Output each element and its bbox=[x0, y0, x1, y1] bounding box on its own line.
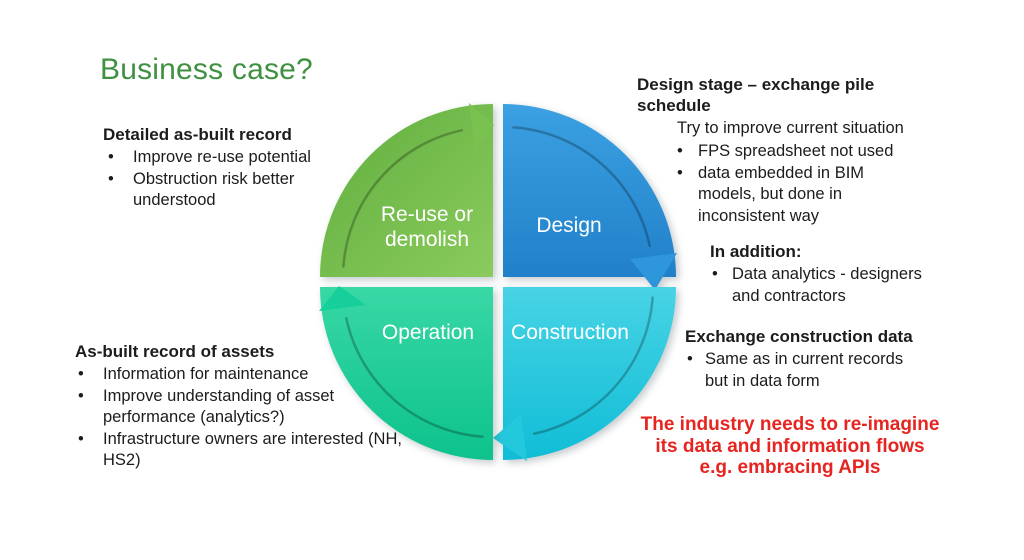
bullet-glyph: • bbox=[78, 365, 84, 383]
segment-label-operation: Operation bbox=[381, 321, 475, 344]
segment-operation bbox=[319, 286, 493, 460]
bullet-text: Data analytics - designers and contracto… bbox=[732, 265, 922, 305]
bullet-list: • FPS spreadsheet not used • data embedd… bbox=[677, 141, 947, 227]
segment-construction bbox=[493, 287, 676, 461]
bullet-text: Improve re-use potential bbox=[133, 148, 311, 166]
page-title: Business case? bbox=[100, 53, 313, 86]
bullet-text: Information for maintenance bbox=[103, 365, 309, 383]
list-item: • Data analytics - designers and contrac… bbox=[712, 264, 955, 307]
note-subheading: Try to improve current situation bbox=[677, 119, 904, 137]
bullet-text: Obstruction risk better understood bbox=[133, 169, 295, 210]
bullet-glyph: • bbox=[108, 148, 114, 166]
list-item: • Information for maintenance bbox=[78, 364, 410, 386]
list-item: • Obstruction risk better understood bbox=[108, 169, 353, 212]
note-detailed-as-built-record: Detailed as-built record • Improve re-us… bbox=[103, 124, 353, 212]
note-heading: Design stage – exchange pile schedule bbox=[637, 75, 875, 115]
segment-operation-wedge bbox=[320, 287, 493, 460]
list-item: • Same as in current records but in data… bbox=[687, 349, 940, 392]
segment-construction-wedge bbox=[503, 287, 676, 460]
operation-arrow-arc bbox=[345, 316, 484, 438]
note-heading: In addition: bbox=[710, 242, 802, 261]
bullet-text: Improve understanding of asset performan… bbox=[103, 386, 335, 427]
reuse-arrow-arc bbox=[342, 129, 464, 268]
note-exchange-construction-data: Exchange construction data • Same as in … bbox=[685, 326, 940, 392]
segment-label-construction: Construction bbox=[511, 321, 629, 344]
bullet-text: Infrastructure owners are interested (NH… bbox=[103, 429, 402, 470]
construction-arrow-arc bbox=[532, 296, 654, 435]
callout-industry-reimagine: The industry needs to re-imagine its dat… bbox=[640, 414, 940, 478]
bullet-glyph: • bbox=[677, 163, 683, 182]
segment-label-reuse-demolish: Re-use or demolish bbox=[380, 203, 474, 251]
arrowhead-design-to-construction bbox=[630, 253, 677, 290]
note-design-stage-exchange-pile-schedule: Design stage – exchange pile schedule Tr… bbox=[637, 74, 947, 227]
segment-design bbox=[503, 104, 677, 290]
segment-reuse-wedge bbox=[320, 104, 493, 277]
bullet-glyph: • bbox=[78, 386, 84, 405]
list-item: • Improve understanding of asset perform… bbox=[78, 386, 410, 429]
bullet-text: data embedded in BIM models, but done in… bbox=[698, 163, 865, 225]
list-item: • data embedded in BIM models, but done … bbox=[677, 163, 947, 228]
arrowhead-reuse-to-design bbox=[469, 103, 494, 150]
bullet-list: • Improve re-use potential • Obstruction… bbox=[103, 147, 353, 212]
design-arrow-arc bbox=[512, 126, 651, 248]
bullet-list: • Data analytics - designers and contrac… bbox=[710, 264, 955, 307]
note-as-built-record-of-assets: As-built record of assets • Information … bbox=[75, 341, 410, 472]
note-heading: As-built record of assets bbox=[75, 342, 275, 361]
arrowhead-construction-to-operation bbox=[493, 414, 527, 461]
segment-design-wedge bbox=[503, 104, 676, 277]
bullet-glyph: • bbox=[677, 142, 683, 160]
note-heading: Detailed as-built record bbox=[103, 125, 292, 144]
bullet-glyph: • bbox=[78, 429, 84, 448]
segment-label-design: Design bbox=[536, 214, 602, 237]
arrowhead-operation-to-reuse bbox=[319, 286, 366, 311]
bullet-glyph: • bbox=[687, 350, 693, 368]
bullet-list: • Same as in current records but in data… bbox=[685, 349, 940, 392]
list-item: • Infrastructure owners are interested (… bbox=[78, 429, 410, 472]
bullet-text: Same as in current records but in data f… bbox=[705, 350, 904, 390]
bullet-list: • Information for maintenance • Improve … bbox=[75, 364, 410, 472]
note-heading: Exchange construction data bbox=[685, 327, 913, 346]
bullet-glyph: • bbox=[108, 169, 114, 188]
list-item: • Improve re-use potential bbox=[108, 147, 353, 169]
note-in-addition: In addition: • Data analytics - designer… bbox=[710, 241, 955, 307]
segment-reuse-demolish bbox=[320, 103, 494, 277]
list-item: • FPS spreadsheet not used bbox=[677, 141, 947, 163]
bullet-glyph: • bbox=[712, 265, 718, 283]
bullet-text: FPS spreadsheet not used bbox=[698, 142, 894, 160]
